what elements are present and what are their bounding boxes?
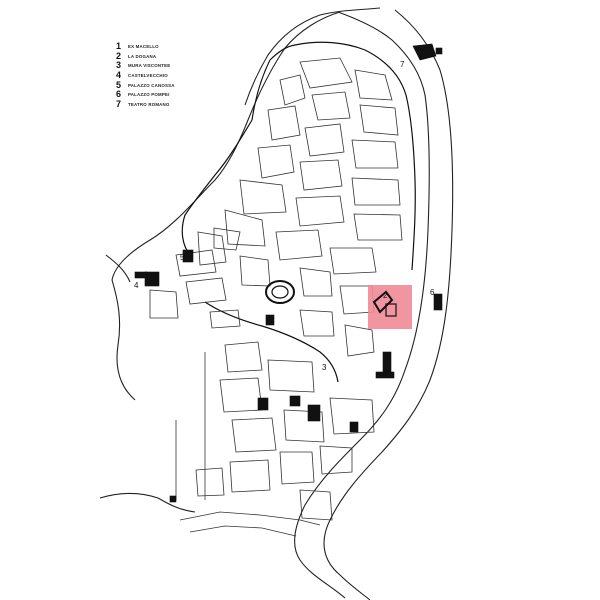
legend-item: 5 PALAZZO CANOSSA	[116, 80, 236, 90]
legend-label: TEATRO ROMANO	[128, 101, 170, 107]
legend-item: 4 CASTELVECCHIO	[116, 71, 236, 81]
legend-number: 5	[116, 79, 122, 90]
street-blocks-south	[175, 341, 375, 537]
landmark-7	[412, 43, 443, 61]
legend-item: 7 TEATRO ROMANO	[116, 98, 236, 110]
landmark-2	[368, 285, 412, 329]
legend-label: EX MACELLO	[128, 44, 159, 50]
river-adige	[111, 7, 454, 600]
legend-label: PALAZZO CANOSSA	[128, 82, 175, 88]
legend-number: 4	[116, 70, 122, 81]
legend-number: 3	[116, 60, 122, 71]
landmark-6	[433, 293, 443, 311]
legend-label: LA DOGANA	[128, 53, 157, 59]
legend-item: 2 LA DOGANA	[116, 50, 236, 62]
legend-label: PALAZZO POMPEI	[128, 92, 170, 98]
legend-number: 1	[116, 41, 122, 52]
marker-5: 5	[180, 253, 185, 262]
landmark-5	[182, 249, 194, 263]
street-blocks-west	[149, 227, 241, 329]
legend-number: 7	[116, 98, 122, 109]
marker-2: 2	[383, 291, 388, 300]
legend-item: 1 EX MACELLO	[116, 42, 236, 52]
marker-4: 4	[134, 281, 139, 290]
legend-number: 6	[116, 89, 122, 100]
landmarks	[134, 43, 443, 503]
legend-item: 3 MURA VISCONTEE	[116, 61, 236, 71]
legend-label: CASTELVECCHIO	[128, 73, 168, 79]
marker-6: 6	[430, 288, 435, 297]
legend: 1 EX MACELLO 2 LA DOGANA 3 MURA VISCONTE…	[116, 42, 236, 109]
legend-label: MURA VISCONTEE	[128, 63, 171, 69]
landmark-4	[134, 271, 160, 287]
legend-number: 2	[116, 50, 122, 61]
arena	[265, 280, 295, 304]
river-west	[99, 254, 196, 513]
city-outline	[181, 41, 416, 383]
marker-7: 7	[400, 60, 405, 69]
marker-3: 3	[322, 363, 327, 372]
street-blocks-north	[197, 57, 403, 357]
legend-item: 6 PALAZZO POMPEI	[116, 90, 236, 100]
landmark-1	[375, 351, 395, 379]
